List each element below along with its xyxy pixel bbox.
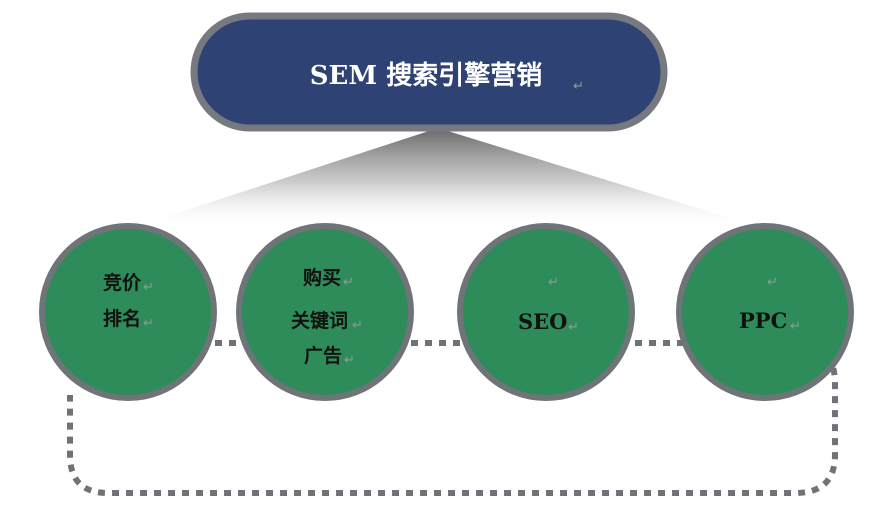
title-return-mark: ↵ bbox=[573, 79, 584, 94]
node-keyword-ads: 购买 ↵ 关键词 ↵ 广告 ↵ bbox=[236, 223, 414, 401]
node-circle bbox=[236, 223, 414, 401]
node-circle bbox=[457, 223, 635, 401]
title-pill: SEM 搜索引擎营销 ↵ bbox=[190, 12, 668, 132]
node-seo: ↵ SEO ↵ bbox=[457, 223, 635, 401]
node-line-mark: ↵ bbox=[143, 280, 154, 295]
node-line: 竞价 bbox=[103, 271, 142, 294]
node-line: SEO bbox=[518, 309, 567, 334]
node-line-mark: ↵ bbox=[568, 320, 579, 335]
node-line: PPC bbox=[739, 308, 787, 333]
node-line: 排名 bbox=[103, 307, 141, 330]
node-line-mark: ↵ bbox=[352, 318, 363, 333]
node-line-mark: ↵ bbox=[790, 319, 801, 334]
node-top-mark: ↵ bbox=[548, 275, 559, 290]
node-line-mark: ↵ bbox=[343, 275, 354, 290]
dashed-connector bbox=[67, 340, 838, 496]
node-line: 关键词 bbox=[291, 309, 348, 332]
node-circle bbox=[39, 223, 217, 401]
fan-connector bbox=[132, 128, 762, 228]
node-top-mark: ↵ bbox=[767, 275, 778, 290]
node-bidding-ranking: 竞价 ↵ 排名 ↵ bbox=[39, 223, 217, 401]
node-ppc: ↵ PPC ↵ bbox=[676, 223, 854, 401]
node-line-mark: ↵ bbox=[143, 316, 154, 331]
node-circle bbox=[676, 223, 854, 401]
node-line: 购买 bbox=[303, 266, 341, 289]
title-text: SEM 搜索引擎营销 bbox=[310, 61, 542, 91]
node-line-mark: ↵ bbox=[344, 353, 355, 368]
node-line: 广告 bbox=[304, 344, 342, 367]
